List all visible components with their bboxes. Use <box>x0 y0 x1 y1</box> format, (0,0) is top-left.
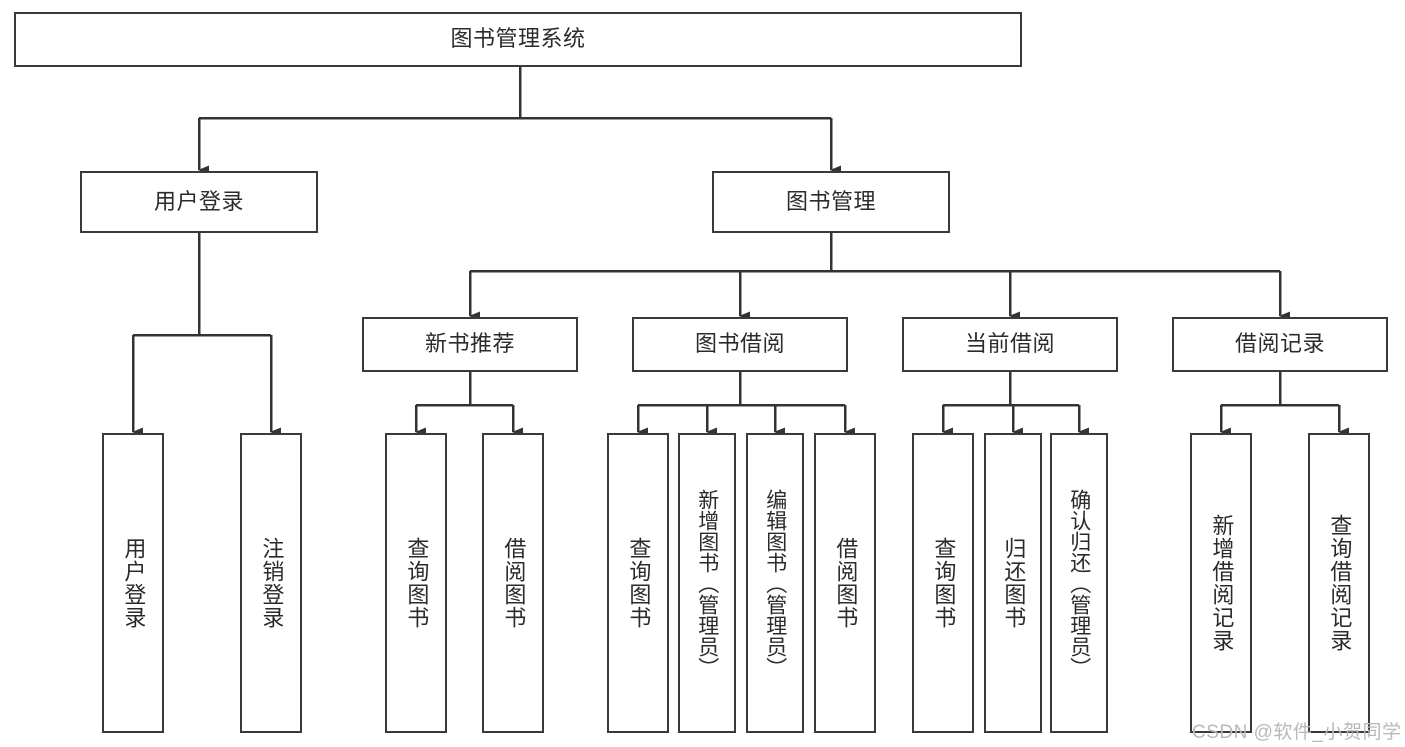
node-label-root: 图书管理系统 <box>450 26 586 52</box>
node-label-leaf-add-book-admin: 新增图书（管理员） <box>695 488 719 678</box>
node-leaf-query-book-3[interactable]: 查询图书 <box>912 433 974 733</box>
node-label-leaf-user-login: 用户登录 <box>121 537 147 629</box>
node-label-leaf-query-book-2: 查询图书 <box>626 537 652 629</box>
node-label-leaf-query-book-3: 查询图书 <box>931 537 957 629</box>
node-label-user-login: 用户登录 <box>153 188 244 214</box>
node-label-leaf-add-borrow-record: 新增借阅记录 <box>1209 514 1235 652</box>
node-book-management[interactable]: 图书管理 <box>712 171 950 233</box>
node-label-borrow-records: 借阅记录 <box>1234 331 1325 357</box>
node-label-leaf-return-book: 归还图书 <box>1001 537 1027 629</box>
node-leaf-borrow-book-2[interactable]: 借阅图书 <box>814 433 876 733</box>
node-label-leaf-borrow-book-1: 借阅图书 <box>501 537 527 629</box>
node-label-leaf-logout: 注销登录 <box>259 537 285 629</box>
node-leaf-logout[interactable]: 注销登录 <box>240 433 302 733</box>
node-label-leaf-confirm-return-admin: 确认归还（管理员） <box>1067 488 1091 678</box>
node-leaf-return-book[interactable]: 归还图书 <box>984 433 1042 733</box>
node-book-borrow[interactable]: 图书借阅 <box>632 317 848 372</box>
node-leaf-query-book-2[interactable]: 查询图书 <box>607 433 669 733</box>
node-label-book-management: 图书管理 <box>785 188 876 214</box>
node-label-current-borrow: 当前借阅 <box>964 331 1055 357</box>
node-label-leaf-query-book-1: 查询图书 <box>404 537 430 629</box>
node-label-leaf-edit-book-admin: 编辑图书（管理员） <box>763 488 787 678</box>
node-leaf-add-book-admin[interactable]: 新增图书（管理员） <box>678 433 736 733</box>
node-leaf-user-login[interactable]: 用户登录 <box>102 433 164 733</box>
node-new-book-recommend[interactable]: 新书推荐 <box>362 317 578 372</box>
node-leaf-borrow-book-1[interactable]: 借阅图书 <box>482 433 544 733</box>
node-leaf-edit-book-admin[interactable]: 编辑图书（管理员） <box>746 433 804 733</box>
watermark-credit: CSDN @软件_小贺同学 <box>1192 722 1402 743</box>
node-borrow-records[interactable]: 借阅记录 <box>1172 317 1388 372</box>
node-label-book-borrow: 图书借阅 <box>694 331 785 357</box>
node-user-login[interactable]: 用户登录 <box>80 171 318 233</box>
node-label-leaf-query-borrow-record: 查询借阅记录 <box>1327 514 1353 652</box>
node-leaf-query-book-1[interactable]: 查询图书 <box>385 433 447 733</box>
node-leaf-confirm-return-admin[interactable]: 确认归还（管理员） <box>1050 433 1108 733</box>
node-label-leaf-borrow-book-2: 借阅图书 <box>833 537 859 629</box>
node-label-new-book-recommend: 新书推荐 <box>424 331 515 357</box>
connector-paths <box>131 67 1349 437</box>
node-leaf-add-borrow-record[interactable]: 新增借阅记录 <box>1190 433 1252 733</box>
node-current-borrow[interactable]: 当前借阅 <box>902 317 1118 372</box>
node-leaf-query-borrow-record[interactable]: 查询借阅记录 <box>1308 433 1370 733</box>
node-root[interactable]: 图书管理系统 <box>14 12 1022 67</box>
